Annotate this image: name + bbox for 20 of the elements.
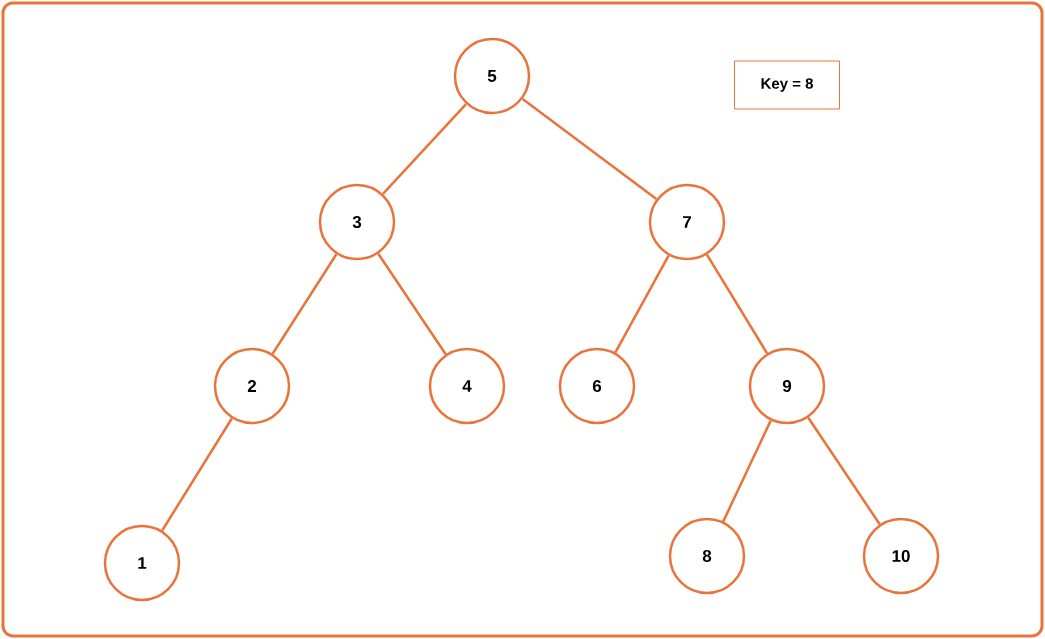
edge-line xyxy=(161,417,233,532)
edge-line xyxy=(271,253,338,355)
tree-node: 4 xyxy=(428,347,506,425)
key-box: Key = 8 xyxy=(734,60,840,110)
edge-line xyxy=(377,253,447,355)
edge-line xyxy=(614,254,670,354)
tree-node: 5 xyxy=(453,37,531,115)
tree-node: 2 xyxy=(213,347,291,425)
tree-node: 9 xyxy=(748,347,826,425)
tree-node: 8 xyxy=(668,517,746,595)
tree-node: 6 xyxy=(558,347,636,425)
edge-line xyxy=(705,254,769,354)
edge-line xyxy=(521,97,658,201)
tree-node: 10 xyxy=(862,517,940,595)
edge-line xyxy=(722,420,772,522)
tree-node: 3 xyxy=(318,183,396,261)
tree-node: 7 xyxy=(648,183,726,261)
tree-node: 1 xyxy=(103,524,181,602)
edge-line xyxy=(382,103,467,195)
edge-line xyxy=(807,417,881,525)
